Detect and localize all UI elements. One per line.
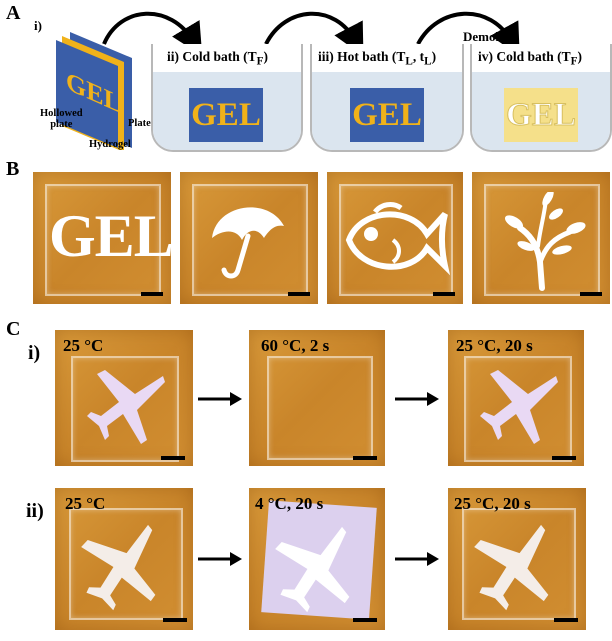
panel-a-letter: A — [6, 2, 21, 24]
cold-bath-1: ii) Cold bath (TF) GEL — [151, 44, 303, 152]
arrow-right-icon — [395, 392, 439, 406]
hot-bath: iii) Hot bath (TL, tL) GEL — [310, 44, 464, 152]
scale-bar — [433, 292, 455, 296]
hydrogel-square — [462, 508, 576, 620]
panel-b-letter: B — [6, 158, 20, 180]
arrow-right-icon — [395, 552, 439, 566]
sample-gel-text: GEL — [506, 97, 577, 134]
hydrogel-square — [267, 356, 373, 460]
b-tile-umbrella — [180, 172, 318, 304]
hollowed-label-line1: Hollowed — [40, 108, 83, 119]
c-ii-frame-3: 25 °C, 20 s — [448, 488, 586, 630]
hot-bath-label: iii) Hot bath (TL, tL) — [318, 49, 437, 68]
scale-bar — [288, 292, 310, 296]
arrow-to-final-bath — [416, 11, 520, 57]
row-ii-label: ii) — [26, 500, 44, 522]
cold-bath-2: iv) Cold bath (TF) GEL — [470, 44, 612, 152]
frame-caption: 25 °C, 20 s — [456, 336, 533, 355]
cold-bath-1-label: ii) Cold bath (TF) — [167, 49, 269, 68]
gel-letters: GEL — [49, 203, 174, 269]
hollowed-label-line2: plate — [50, 119, 73, 130]
tree-branch-icon — [504, 192, 586, 291]
hydrogel-square — [192, 184, 308, 296]
hydrogel-square — [45, 184, 161, 296]
gel-sample-blue: GEL — [350, 88, 424, 142]
airplane-icon — [275, 526, 350, 613]
airplane-icon — [81, 524, 156, 611]
hydrogel-square — [464, 356, 572, 462]
process-arrows — [102, 11, 520, 57]
hydrogel-square — [484, 184, 600, 296]
frame-caption: 25 °C — [63, 336, 104, 355]
c-ii-frame-2: 4 °C, 20 s — [249, 488, 385, 630]
b-tile-tree — [472, 172, 610, 304]
frame-caption: 25 °C — [65, 494, 106, 513]
panel-c-letter: C — [6, 318, 21, 340]
scale-bar — [552, 456, 576, 460]
hydrogel-square — [69, 508, 183, 620]
umbrella-icon — [212, 207, 284, 279]
row-i-label: i) — [28, 342, 41, 364]
scale-bar — [353, 456, 377, 460]
plate-label: Plate — [128, 118, 151, 129]
scale-bar — [554, 618, 578, 622]
fish-icon — [345, 202, 451, 276]
arrow-right-icon — [198, 552, 242, 566]
b-tile-gel: GEL — [33, 172, 174, 304]
scale-bar — [353, 618, 377, 622]
hydrogel-square — [71, 356, 179, 462]
sample-gel-text: GEL — [352, 97, 422, 133]
demold-label: Demold — [463, 29, 507, 44]
scale-bar — [161, 456, 185, 460]
airplane-icon — [480, 370, 558, 444]
plate-stack-icon — [56, 32, 132, 152]
c-ii-frame-1: 25 °C — [55, 488, 193, 630]
arrow-to-hot-bath — [264, 11, 364, 57]
frame-caption: 25 °C, 20 s — [454, 494, 531, 513]
c-i-frame-2: 60 °C, 2 s — [249, 330, 385, 466]
gel-sample-blue: GEL — [189, 88, 263, 142]
gel-sample-yellow: GEL — [504, 88, 578, 142]
arrow-right-icon — [198, 392, 242, 406]
scale-bar — [163, 618, 187, 622]
step-i-label: i) — [34, 18, 42, 33]
cold-bath-2-label: iv) Cold bath (TF) — [478, 49, 583, 68]
c-i-frame-1: 25 °C — [55, 330, 193, 466]
frame-caption: 60 °C, 2 s — [261, 336, 330, 355]
arrow-to-cold-bath — [102, 11, 203, 56]
hydrogel-square — [339, 184, 453, 296]
scale-bar — [141, 292, 163, 296]
scale-bar — [580, 292, 602, 296]
frame-caption: 4 °C, 20 s — [255, 494, 324, 513]
sample-gel-text: GEL — [191, 97, 261, 133]
airplane-icon — [474, 524, 549, 611]
hollowed-plate-label: Hollowed plate — [40, 108, 83, 130]
plate-assembly: GEL — [40, 30, 150, 152]
b-tile-fish — [327, 172, 463, 304]
c-i-frame-3: 25 °C, 20 s — [448, 330, 584, 466]
airplane-icon — [87, 370, 165, 444]
hydrogel-label: Hydrogel — [89, 139, 131, 150]
